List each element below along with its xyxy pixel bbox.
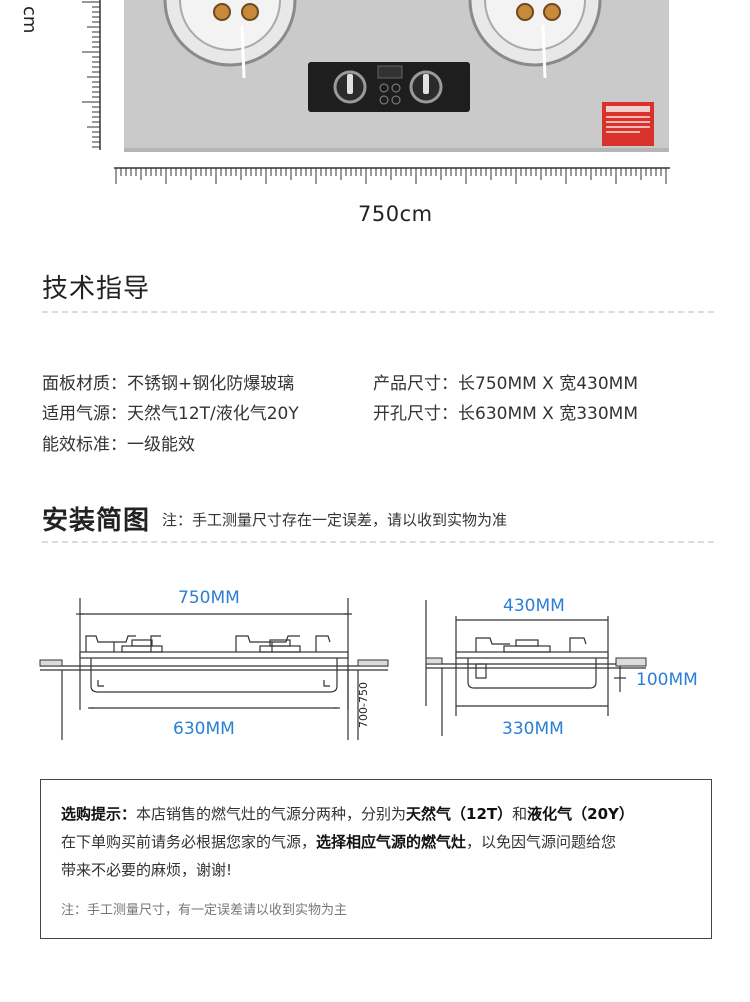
spec-energy-rating: 能效标准：一级能效 <box>42 435 195 455</box>
gas-natural: 天然气（12T） <box>406 805 513 823</box>
side-cutout-label: 330MM <box>502 719 564 739</box>
divider <box>42 541 714 543</box>
notice-footnote: 注：手工测量尺寸，有一定误差请以收到实物为主 <box>61 903 348 918</box>
front-height-label: 700-750 <box>357 682 370 728</box>
warning-sticker <box>602 102 654 146</box>
spec-panel-material: 面板材质：不锈钢+钢化防爆玻璃 <box>42 374 295 394</box>
tech-guide-title: 技术指导 <box>42 274 151 304</box>
notice-text: 在下单购买前请务必根据您家的气源， <box>61 833 317 851</box>
side-depth-label: 430MM <box>503 596 565 616</box>
front-cutout-label: 630MM <box>173 719 235 739</box>
horizontal-ruler <box>114 167 670 184</box>
spec-cutout-size: 开孔尺寸：长630MM X 宽330MM <box>373 404 639 424</box>
notice-text: 本店销售的燃气灶的气源分两种，分别为 <box>136 805 407 823</box>
width-dimension-label: 750cm <box>358 202 433 226</box>
spec-gas-source: 适用气源：天然气12T/液化气20Y <box>42 404 299 424</box>
front-width-label: 750MM <box>178 588 240 608</box>
vertical-ruler <box>82 0 101 150</box>
cm-unit-label: cm <box>19 6 40 34</box>
notice-line-1: 选购提示：本店销售的燃气灶的气源分两种，分别为天然气（12T）和液化气（20Y） <box>61 803 634 824</box>
install-measure-note: 注：手工测量尺寸存在一定误差，请以收到实物为准 <box>162 511 508 529</box>
install-diagram-title: 安装简图 <box>42 506 151 536</box>
control-panel <box>308 62 470 112</box>
notice-label: 选购提示： <box>61 805 137 823</box>
gas-lpg: 液化气（20Y） <box>527 805 634 823</box>
product-photo <box>82 0 670 184</box>
notice-line-2: 在下单购买前请务必根据您家的气源，选择相应气源的燃气灶，以免因气源问题给您 <box>61 831 616 852</box>
notice-emphasis: 选择相应气源的燃气灶 <box>316 833 467 851</box>
notice-line-3: 带来不必要的麻烦，谢谢! <box>61 861 233 879</box>
divider <box>42 311 714 313</box>
notice-text: ，以免因气源问题给您 <box>466 833 617 851</box>
side-thickness-label: 100MM <box>636 670 698 690</box>
burner-left <box>163 0 297 79</box>
purchase-notice-box: 选购提示：本店销售的燃气灶的气源分两种，分别为天然气（12T）和液化气（20Y）… <box>40 779 712 939</box>
spec-product-size: 产品尺寸：长750MM X 宽430MM <box>373 374 639 394</box>
install-diagram-side <box>425 600 647 736</box>
install-diagram-front <box>39 598 389 740</box>
burner-right <box>468 0 602 79</box>
notice-text: 和 <box>512 805 528 823</box>
